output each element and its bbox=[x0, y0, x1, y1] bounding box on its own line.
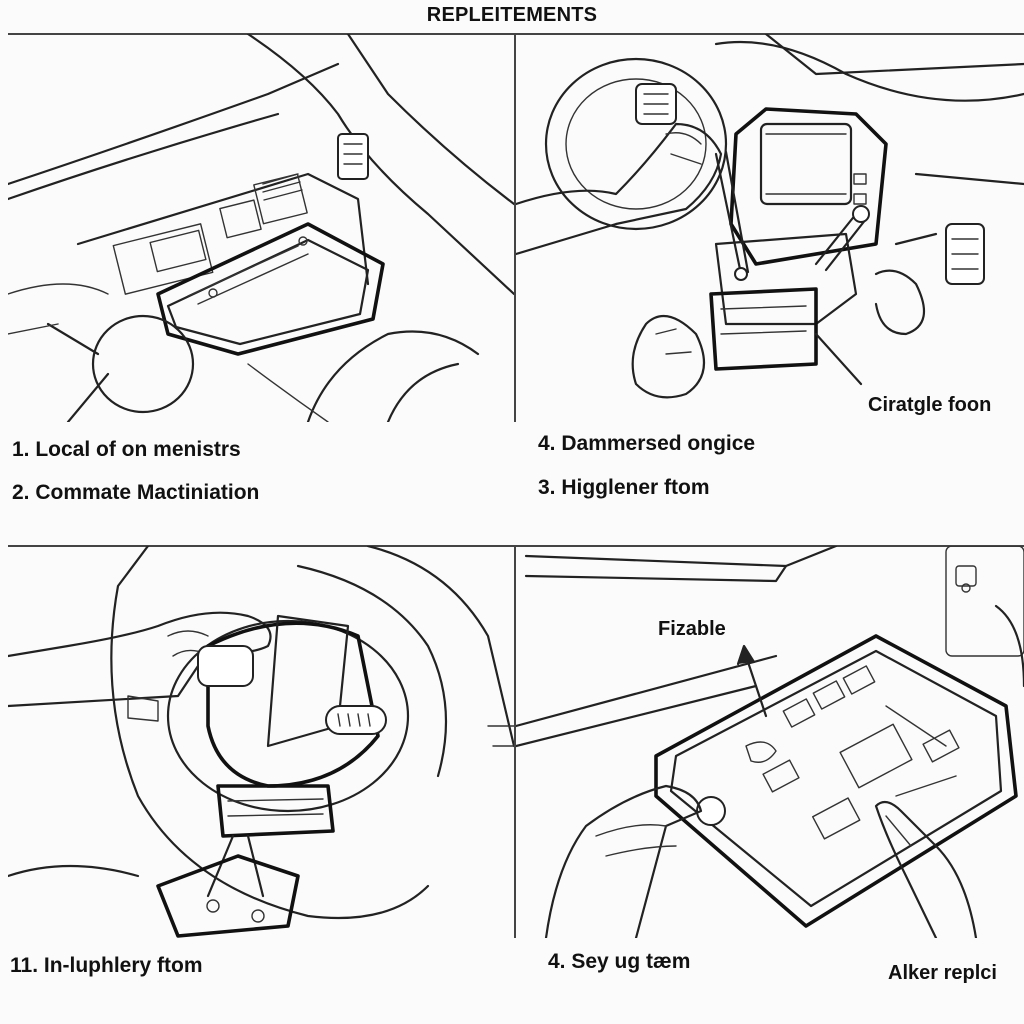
dashboard-glovebox-icon bbox=[8, 34, 514, 422]
caption-step-11: 11. In-luphlery ftom bbox=[10, 954, 203, 977]
caption-step-3: 3. Higglener ftom bbox=[538, 476, 710, 499]
top-rule bbox=[8, 33, 1024, 35]
caption-step-1: 1. Local of on menistrs bbox=[12, 438, 241, 461]
vertical-divider-top bbox=[514, 34, 516, 422]
callout-circle-label: Ciratgle foon bbox=[868, 394, 992, 416]
vertical-divider-bottom bbox=[514, 546, 516, 938]
caption-step-4a: 4. Dammersed ongice bbox=[538, 432, 756, 455]
caption-step-2: 2. Commate Mactiniation bbox=[12, 481, 260, 504]
corner-label: Alker replci bbox=[888, 962, 997, 984]
hand-dash-unit-icon bbox=[516, 34, 1024, 422]
caption-step-4b: 4. Sey ug tæm bbox=[548, 950, 691, 973]
hand-airbag-module-icon bbox=[8, 546, 514, 938]
callout-fizable-label: Fizable bbox=[658, 618, 726, 640]
hands-control-board-icon bbox=[516, 546, 1024, 938]
middle-rule bbox=[8, 545, 1024, 547]
page-title: REPLEITEMENTS bbox=[426, 4, 598, 26]
